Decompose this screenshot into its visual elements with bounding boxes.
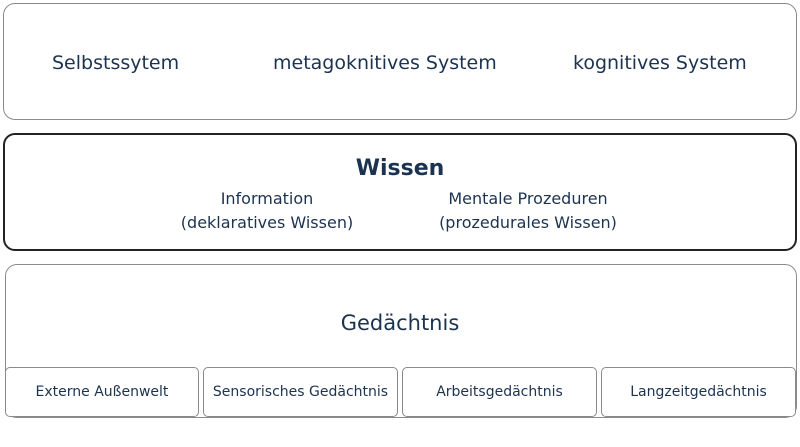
information-label: Information (220, 189, 314, 208)
long-term-memory-box: Langzeitgedächtnis (601, 367, 796, 417)
knowledge-box (3, 133, 797, 251)
metacognitive-system-label: metagoknitives System (273, 52, 497, 74)
declarative-knowledge-label: (deklaratives Wissen) (180, 213, 354, 232)
cognitive-system-label: kognitives System (573, 52, 747, 74)
self-system-label: Selbstssytem (52, 52, 180, 74)
mental-procedures-label: Mentale Prozeduren (448, 189, 608, 208)
long-term-memory-label: Langzeitgedächtnis (630, 384, 767, 400)
procedural-knowledge-label: (prozedurales Wissen) (439, 213, 617, 232)
systems-box: Selbstssytem metagoknitives System kogni… (3, 3, 797, 120)
external-world-label: Externe Außenwelt (35, 384, 169, 400)
working-memory-box: Arbeitsgedächtnis (402, 367, 597, 417)
sensory-memory-box: Sensorisches Gedächtnis (203, 367, 398, 417)
working-memory-label: Arbeitsgedächtnis (436, 384, 563, 400)
memory-title: Gedächtnis (340, 311, 460, 335)
external-world-box: Externe Außenwelt (5, 367, 199, 417)
sensory-memory-label: Sensorisches Gedächtnis (212, 384, 389, 400)
knowledge-title: Wissen (355, 156, 445, 181)
